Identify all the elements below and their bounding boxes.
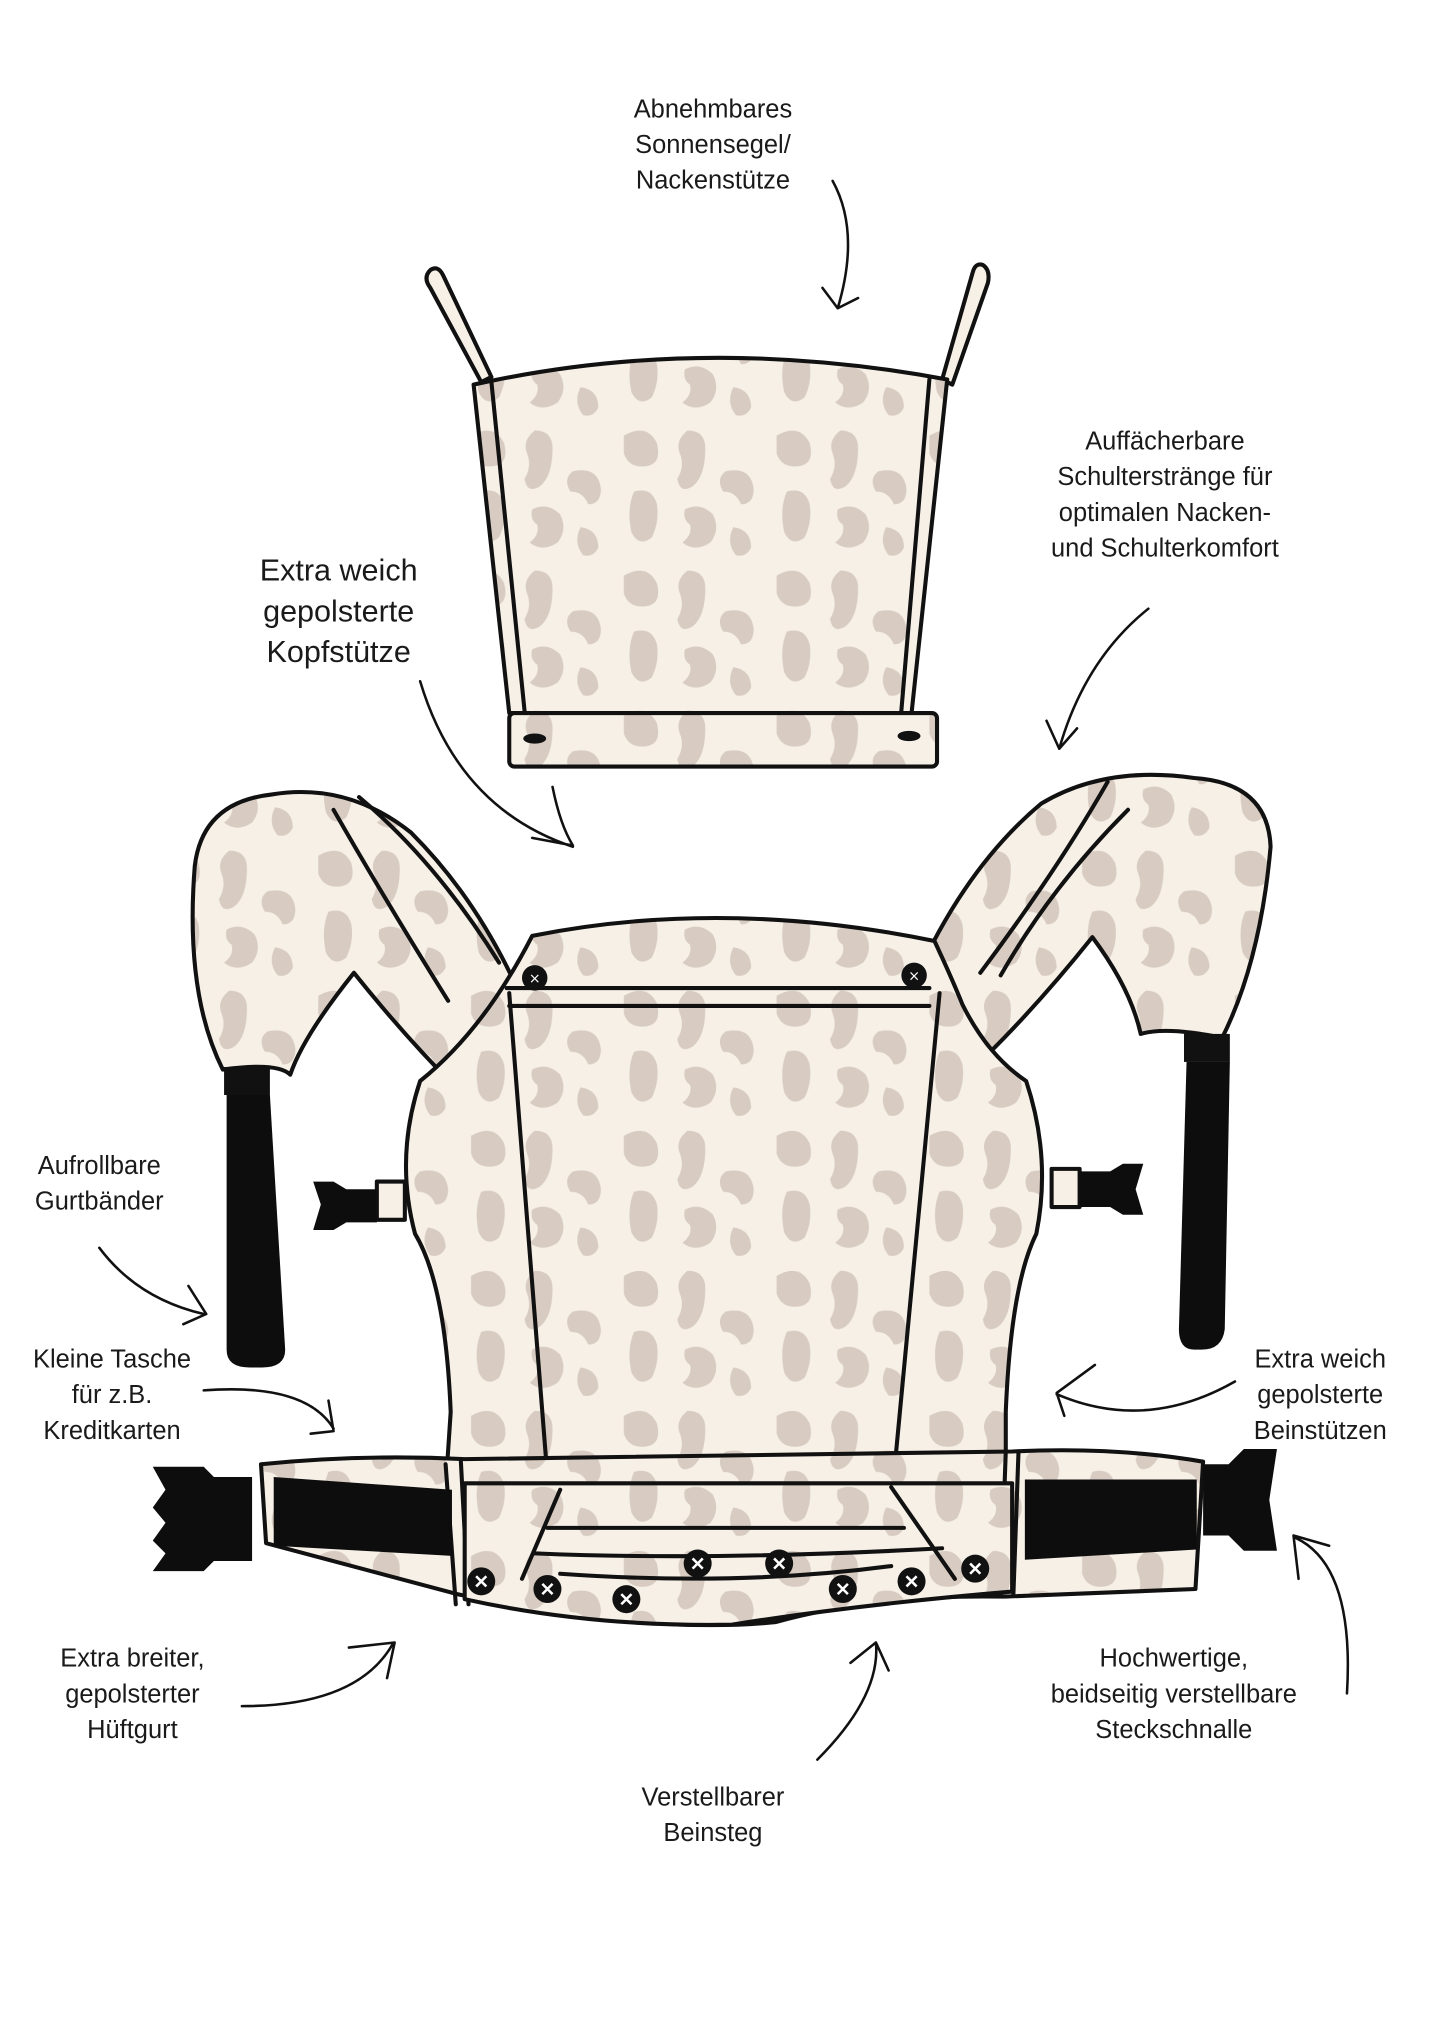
label-line: Kreditkarten [43, 1417, 180, 1445]
shoulder-strap-right [912, 772, 1273, 1054]
webbing-left [224, 1067, 286, 1368]
label-buckle: Hochwertige, beidseitig verstellbare Ste… [1051, 1645, 1297, 1744]
label-hip-belt: Extra breiter, gepolsterter Hüftgurt [60, 1645, 204, 1744]
arrow-seat [816, 1641, 890, 1761]
snap-button [467, 1567, 496, 1596]
label-leg-padding: Extra weich gepolsterte Beinstützen [1254, 1345, 1387, 1444]
label-line: optimalen Nacken- [1059, 499, 1271, 527]
snap-button [897, 1567, 926, 1596]
arrow-headrest [418, 679, 575, 849]
snap-button [683, 1549, 712, 1578]
label-shoulder-straps: Auffächerbare Schulterstränge für optima… [1051, 428, 1279, 563]
snap-button: × [521, 965, 548, 991]
label-line: Steckschnalle [1095, 1716, 1252, 1744]
label-line: Auffächerbare [1085, 428, 1244, 456]
hip-buckle-right [1203, 1448, 1277, 1551]
label-line: beidseitig verstellbare [1051, 1680, 1297, 1708]
label-line: Gurtbänder [35, 1188, 164, 1216]
snap-button [533, 1574, 562, 1604]
label-line: gepolsterter [65, 1680, 200, 1708]
snap-button [612, 1585, 641, 1614]
label-line: Extra breiter, [60, 1645, 204, 1673]
webbing-right [1178, 1033, 1230, 1350]
label-line: gepolsterte [263, 594, 414, 628]
snap-button [961, 1554, 990, 1583]
snap-button: × [901, 962, 927, 989]
label-pocket: Kleine Tasche für z.B. Kreditkarten [33, 1345, 191, 1444]
label-line: Hüftgurt [87, 1716, 178, 1744]
label-line: für z.B. [72, 1381, 153, 1409]
sun-hood [424, 262, 991, 769]
label-line: Hochwertige, [1100, 1645, 1249, 1673]
arrow-shoulder [1045, 607, 1150, 751]
label-line: Extra weich [1254, 1345, 1386, 1373]
shoulder-strap-left [190, 790, 535, 1090]
side-buckle-right [1049, 1163, 1144, 1215]
label-line: Aufrollbare [38, 1152, 161, 1180]
label-line: Kleine Tasche [33, 1345, 191, 1373]
annotation-arrows [98, 179, 1350, 1761]
arrow-hip-belt [240, 1641, 396, 1708]
carrier-body: × × [403, 915, 1045, 1491]
label-line: Beinstützen [1254, 1417, 1387, 1445]
arrow-buckle [1292, 1534, 1350, 1695]
label-line: Nackenstütze [636, 167, 790, 195]
arrow-webbing [98, 1246, 208, 1326]
label-line: Abnehmbares [634, 95, 792, 123]
svg-text:×: × [529, 971, 541, 987]
label-headrest: Extra weich gepolsterte Kopfstütze [260, 554, 418, 669]
label-line: Sonnensegel/ [635, 131, 792, 159]
label-sun-hood: Abnehmbares Sonnensegel/ Nackenstütze [634, 95, 792, 194]
arrow-leg-padding [1055, 1363, 1237, 1418]
label-line: gepolsterte [1257, 1381, 1383, 1409]
label-line: und Schulterkomfort [1051, 534, 1279, 562]
label-line: Schulterstränge für [1057, 463, 1273, 491]
label-line: Beinsteg [663, 1819, 762, 1847]
side-buckle-left [313, 1179, 407, 1230]
arrow-sun-hood [821, 179, 860, 310]
hip-belt [152, 1448, 1277, 1628]
label-line: Kopfstütze [266, 635, 410, 669]
label-line: Verstellbarer [642, 1783, 785, 1811]
hip-buckle-left [152, 1466, 253, 1572]
headrest-band [507, 711, 940, 769]
snap-button [765, 1549, 794, 1578]
label-webbing: Aufrollbare Gurtbänder [35, 1152, 164, 1216]
label-line: Extra weich [260, 554, 418, 588]
arrow-pocket [202, 1388, 335, 1435]
label-seat: Verstellbarer Beinsteg [642, 1783, 785, 1847]
svg-text:×: × [908, 968, 920, 984]
snap-button [828, 1574, 857, 1604]
